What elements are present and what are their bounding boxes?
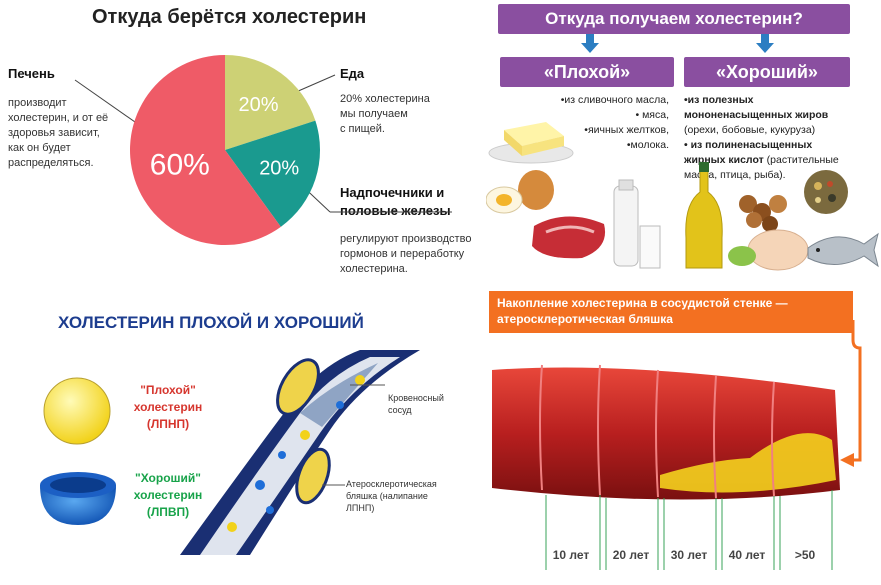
pie-slice-label: 60% — [150, 149, 210, 182]
liver-heading: Печень — [8, 66, 55, 81]
pie-slice — [130, 55, 281, 245]
nuts-icon — [739, 195, 787, 232]
banner-connector — [851, 320, 862, 462]
year-guides — [545, 490, 833, 570]
food-text: 20% холестерина мы получаем с пищей. — [340, 93, 430, 135]
plaque-label: Атеросклеротическая бляшка (налипание ЛП… — [346, 479, 437, 513]
year-label: 30 лет — [670, 548, 708, 562]
bad-food-list: •из сливочного масла, • мяса, •яичных же… — [560, 94, 669, 151]
milk-icon — [613, 179, 661, 269]
beans-icon — [804, 170, 848, 214]
sources-title: Откуда получаем холестерин? — [498, 4, 850, 34]
artery-diagram — [492, 320, 862, 570]
eggs-icon — [486, 170, 554, 214]
glands-heading: Надпочечники и половые железы — [340, 185, 451, 218]
arrow-down-icon — [756, 34, 774, 53]
pie-chart: 20% 20% 60% — [74, 55, 452, 245]
chicken-icon — [728, 229, 809, 271]
good-cholesterol-bowl — [40, 472, 116, 525]
good-label: «Хороший» — [684, 57, 850, 87]
pie-slice-label: 20% — [238, 94, 278, 116]
food-illustrations — [486, 122, 879, 271]
bad-label: «Плохой» — [500, 57, 674, 87]
year-label: >50 — [794, 548, 816, 562]
pie-slice — [225, 55, 316, 150]
year-label: 10 лет — [552, 548, 590, 562]
meat-icon — [532, 216, 606, 259]
vessel-label: Кровеносный сосуд — [388, 393, 444, 415]
plaque-fill — [660, 433, 836, 493]
glands-text: регулируют производство гормонов и перер… — [340, 233, 472, 275]
butter-icon — [488, 122, 574, 164]
year-label: 20 лет — [612, 548, 650, 562]
plaque-banner: Накопление холестерина в сосудистой стен… — [489, 291, 853, 333]
pie-slice — [225, 120, 321, 227]
arrow-down-icon — [581, 34, 599, 53]
good-cholesterol-label: "Хороший" холестерин (ЛПВП) — [133, 471, 203, 519]
food-connector — [295, 74, 336, 93]
pie-slice-label: 20% — [259, 158, 299, 180]
bad-cholesterol-sphere — [43, 377, 111, 445]
vessel-section-title: ХОЛЕСТЕРИН ПЛОХОЙ И ХОРОШИЙ — [58, 313, 364, 332]
vessel-diagram — [40, 350, 420, 555]
good-food-list: •из полезных мононенасыщенных жиров (оре… — [684, 94, 839, 181]
food-heading: Еда — [340, 66, 365, 81]
bad-cholesterol-label: "Плохой" холестерин (ЛПНП) — [133, 383, 203, 431]
blood-vessel — [180, 350, 420, 555]
year-label: 40 лет — [728, 548, 766, 562]
oil-bottle-icon — [685, 162, 723, 269]
fish-icon — [807, 232, 879, 268]
pie-section-title: Откуда берётся холестерин — [92, 6, 367, 28]
liver-text: производит холестерин, и от её здоровья … — [8, 97, 109, 169]
